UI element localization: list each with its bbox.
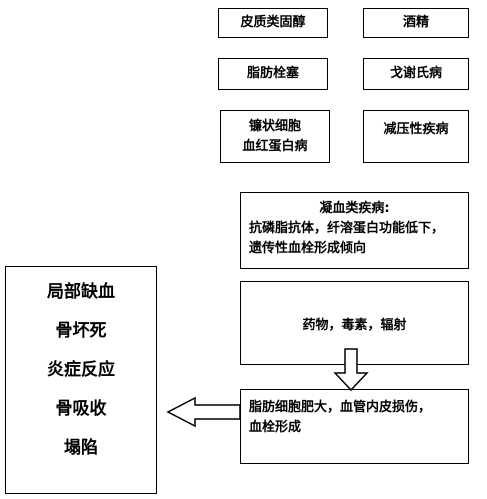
cause-decompression-label: 减压性疾病 <box>383 122 449 137</box>
toxins-label: 药物，毒素，辐射 <box>302 318 407 333</box>
pathology-line1: 脂肪细胞肥大，血管内皮损伤， <box>249 400 432 415</box>
cause-fat-embolism-box: 脂肪栓塞 <box>218 58 328 90</box>
cause-corticosteroid-box: 皮质类固醇 <box>218 8 328 38</box>
cause-gaucher-label: 戈谢氏病 <box>389 66 442 81</box>
cause-sickle-cell-line2: 血红蛋白病 <box>242 138 308 154</box>
cause-sickle-cell-line1: 镰状细胞 <box>248 118 301 134</box>
coagulation-box: 凝血类疾病: 抗磷脂抗体，纤溶蛋白功能低下， 遗传性血栓形成倾向 <box>240 192 469 269</box>
cause-gaucher-box: 戈谢氏病 <box>363 58 469 90</box>
cause-fat-embolism-label: 脂肪栓塞 <box>246 66 299 81</box>
cause-alcohol-box: 酒精 <box>363 8 469 38</box>
pathology-box: 脂肪细胞肥大，血管内皮损伤， 血栓形成 <box>240 389 469 464</box>
outcome-resorption: 骨吸收 <box>55 399 107 419</box>
down-arrow <box>333 348 369 392</box>
outcome-necrosis: 骨坏死 <box>55 321 107 341</box>
outcome-collapse: 塌陷 <box>64 438 98 458</box>
pathology-line2: 血栓形成 <box>249 420 302 435</box>
cause-sickle-cell-box: 镰状细胞 血红蛋白病 <box>220 110 330 163</box>
coagulation-line1: 抗磷脂抗体，纤溶蛋白功能低下， <box>249 221 445 236</box>
left-arrow <box>166 396 241 428</box>
cause-corticosteroid-label: 皮质类固醇 <box>240 15 306 30</box>
outcome-box: 局部缺血 骨坏死 炎症反应 骨吸收 塌陷 <box>5 266 157 494</box>
outcome-inflammation: 炎症反应 <box>47 360 115 380</box>
cause-alcohol-label: 酒精 <box>402 15 429 30</box>
coagulation-line2: 遗传性血栓形成倾向 <box>249 241 367 256</box>
coagulation-title: 凝血类疾病: <box>319 201 390 216</box>
toxins-box: 药物，毒素，辐射 <box>240 281 469 365</box>
outcome-ischemia: 局部缺血 <box>47 282 115 302</box>
cause-decompression-box: 减压性疾病 <box>363 110 469 163</box>
